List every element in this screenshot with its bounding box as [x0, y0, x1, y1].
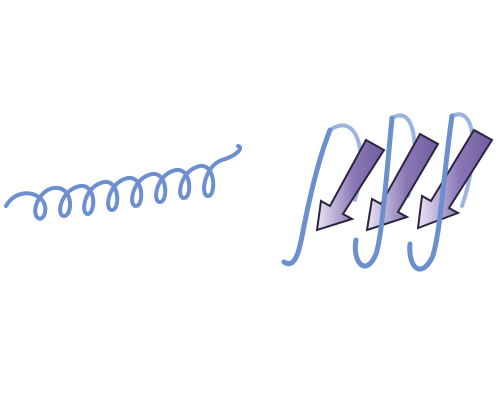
helix-ribbon-front: [281, 113, 455, 272]
strand-arrow-1: [315, 138, 386, 232]
loose-coil-helix-icon: [4, 144, 242, 221]
helix-with-strand-arrows-icon: [281, 112, 494, 272]
coil-helix-path: [4, 144, 242, 221]
